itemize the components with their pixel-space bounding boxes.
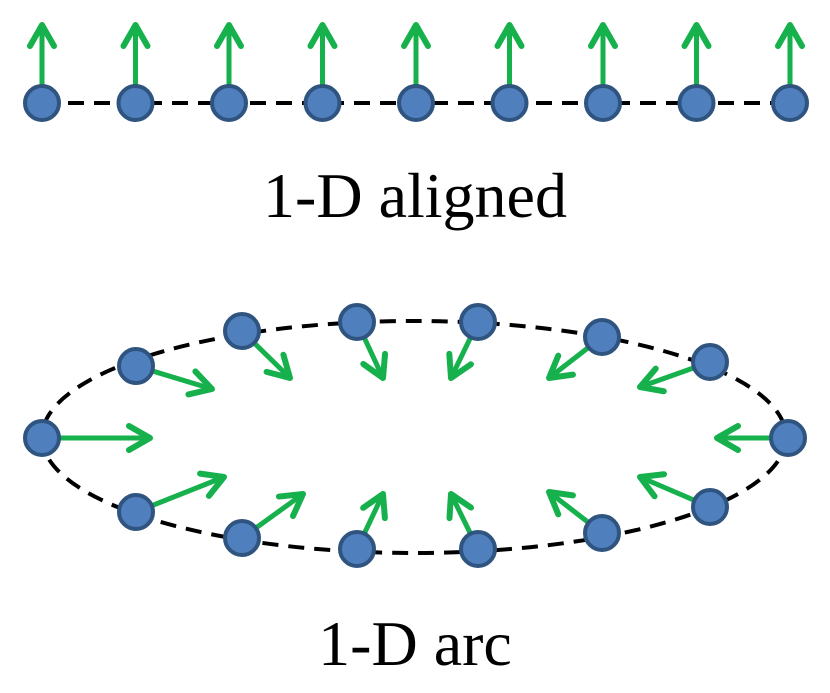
aligned-node-1: [116, 84, 155, 122]
arc-node-10: [459, 530, 497, 568]
arc-arrow-10: [446, 490, 475, 537]
aligned-diagram: [23, 22, 809, 122]
arc-node-11: [338, 530, 376, 568]
arc-node-8: [691, 488, 729, 526]
arc-arrow-6: [637, 365, 697, 395]
arc-arrow-3: [360, 334, 389, 381]
arc-arrow-4: [446, 334, 474, 381]
arc-arrow-11: [360, 491, 388, 537]
aligned-node-2: [210, 84, 248, 122]
aligned-node-5: [490, 84, 529, 122]
arc-node-4: [459, 303, 497, 341]
arc-node-13: [117, 493, 155, 531]
arc-node-0: [23, 419, 61, 457]
caption-aligned: 1-D aligned: [263, 160, 567, 231]
arc-arrow-5: [546, 344, 592, 381]
caption-arc: 1-D arc: [318, 608, 512, 679]
aligned-node-3: [303, 84, 342, 122]
arc-node-9: [583, 514, 621, 552]
arc-arrow-8: [637, 471, 697, 503]
aligned-node-6: [584, 84, 622, 122]
arc-arrow-12: [253, 491, 306, 531]
arc-node-7: [769, 419, 807, 457]
arc-arrow-13: [149, 470, 227, 509]
aligned-node-7: [677, 84, 716, 122]
arc-arrow-2: [251, 340, 293, 381]
arc-node-12: [223, 519, 261, 557]
aligned-node-8: [771, 84, 809, 122]
arc-node-6: [691, 343, 729, 381]
aligned-node-4: [397, 84, 435, 122]
arc-diagram: [23, 303, 807, 568]
arc-node-3: [338, 303, 376, 341]
arc-arrow-1: [149, 368, 215, 398]
arc-node-5: [583, 318, 621, 356]
aligned-node-0: [23, 84, 61, 122]
arc-arrow-9: [546, 489, 592, 526]
arc-node-2: [223, 312, 261, 350]
arc-node-1: [117, 347, 155, 385]
